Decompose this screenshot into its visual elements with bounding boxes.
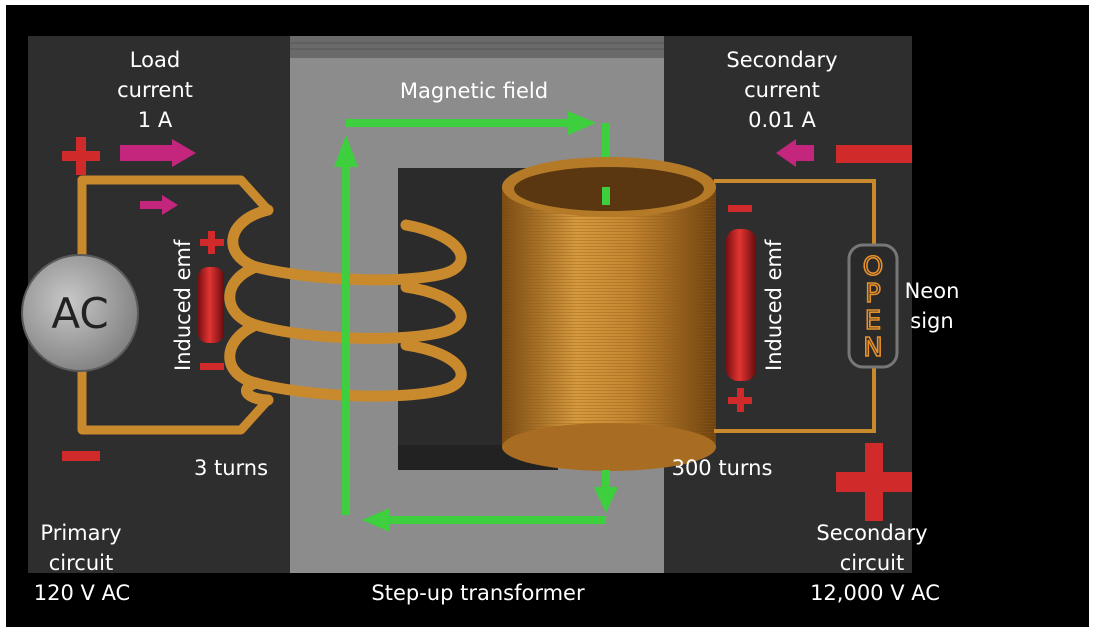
ac-source xyxy=(21,254,139,372)
right-emf-minus-sign xyxy=(728,205,752,212)
field-arrow-right xyxy=(568,111,596,135)
load-current-arrow-small xyxy=(140,195,178,215)
left-emf-cylinder xyxy=(198,267,224,343)
secondary-current-label: Secondary current 0.01 A xyxy=(726,48,838,132)
secondary-circuit-label: Secondary circuit xyxy=(816,521,928,575)
secondary-voltage-label: 12,000 V AC xyxy=(810,581,940,605)
diagram-frame: AC O P E N xyxy=(6,5,1089,627)
secondary-plus-sign xyxy=(836,443,912,521)
primary-coil xyxy=(224,204,467,406)
secondary-current-arrow xyxy=(776,139,814,167)
induced-emf-left-label: Induced emf xyxy=(171,239,195,371)
primary-circuit-label: Primary circuit xyxy=(40,521,122,575)
ac-label: AC xyxy=(51,289,108,338)
field-arrow-up xyxy=(334,135,358,167)
primary-wire-bottom xyxy=(77,365,273,435)
secondary-wire-top xyxy=(714,179,876,255)
neon-sign-label: Neon sign xyxy=(904,279,960,333)
right-emf-cylinder xyxy=(726,229,756,381)
primary-turns-label: 3 turns xyxy=(193,456,269,480)
primary-minus-sign xyxy=(62,451,100,461)
core-laminations xyxy=(290,36,664,58)
left-emf-plus-sign xyxy=(200,231,224,254)
secondary-wire-bottom xyxy=(714,367,876,433)
induced-emf-right-label: Induced emf xyxy=(762,239,786,371)
field-arrow-left xyxy=(362,508,390,532)
neon-sign xyxy=(847,243,899,369)
primary-plus-sign xyxy=(62,137,100,175)
transformer-diagram: AC O P E N xyxy=(21,36,912,573)
secondary-coil xyxy=(502,157,716,471)
open-letter-o: O xyxy=(863,252,883,282)
load-current-label: Load current 1 A xyxy=(117,48,193,132)
right-emf-plus-sign xyxy=(728,388,752,412)
secondary-turns-label: 300 turns xyxy=(671,456,773,480)
field-arrow-down xyxy=(594,487,618,513)
left-emf-minus-sign xyxy=(200,363,224,370)
transformer-label: Step-up transformer xyxy=(371,581,585,605)
load-current-arrow-large xyxy=(120,139,196,167)
primary-voltage-label: 120 V AC xyxy=(33,581,131,605)
open-letter-p: P xyxy=(865,279,881,309)
open-letter-e: E xyxy=(865,306,881,336)
magnetic-field-label: Magnetic field xyxy=(399,79,549,103)
secondary-minus-sign xyxy=(836,145,912,163)
open-letters: O P E N xyxy=(862,251,884,364)
open-letter-n: N xyxy=(863,333,882,363)
